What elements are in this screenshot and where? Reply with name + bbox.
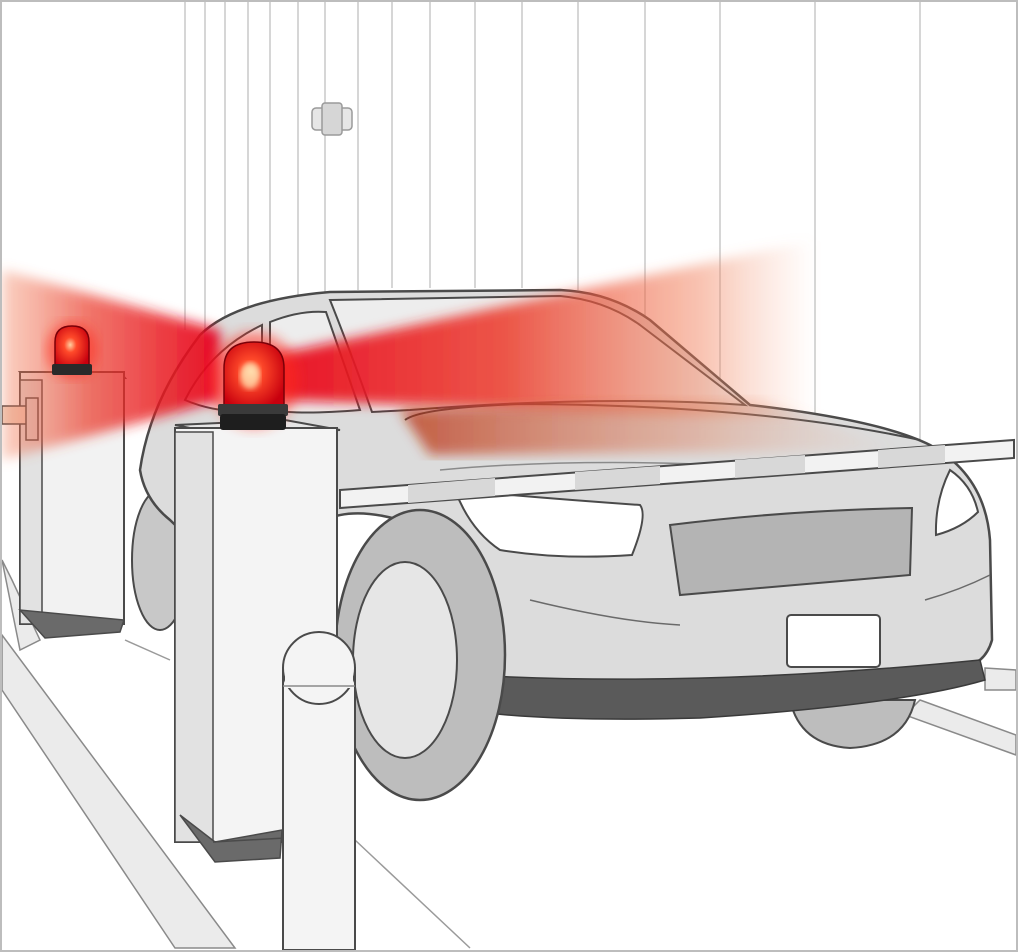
car-front-tire: [333, 508, 507, 802]
lane-line-right: [354, 839, 471, 949]
wall-panels: [184, 2, 921, 440]
barrier-arm: [339, 438, 1015, 510]
car-license-plate: [786, 614, 881, 668]
car-grille: [668, 506, 914, 597]
car-headlight-right: [934, 468, 980, 537]
warning-beacon-icon: [209, 332, 299, 430]
car-headlight-left: [453, 488, 644, 558]
warning-light-beams: [2, 240, 900, 460]
ground-lane-lines: [1, 559, 1017, 949]
ground-edge-line: [124, 639, 171, 661]
bollard: [282, 631, 356, 951]
warning-beacon-icon: [46, 322, 98, 378]
car-right-tire: [788, 699, 917, 750]
car-lower-bumper: [469, 659, 986, 720]
wall-light-fixture-icon: [311, 102, 353, 136]
